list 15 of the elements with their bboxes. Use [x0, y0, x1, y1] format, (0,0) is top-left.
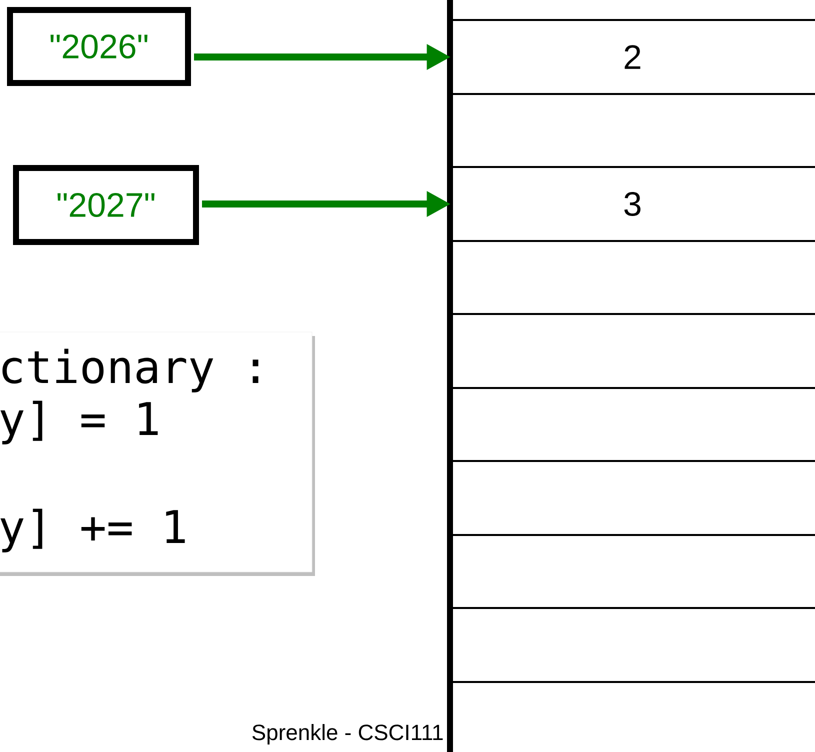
empty-cell — [447, 94, 815, 168]
key-box: "2026" — [7, 7, 191, 86]
footer-text: Sprenkle - CSCI111 — [252, 724, 443, 745]
table-cell: 3 — [447, 167, 815, 242]
code-box: ctionary : y] = 1 y] += 1 — [0, 332, 315, 576]
empty-cell — [447, 535, 815, 609]
empty-cell — [447, 682, 453, 752]
empty-cell — [447, 461, 815, 536]
empty-cell — [447, 0, 815, 21]
table-cell: 2 — [447, 20, 815, 95]
empty-cell — [447, 241, 815, 315]
empty-cell — [447, 314, 815, 389]
key-box: "2027" — [13, 165, 199, 245]
empty-cell — [447, 388, 815, 462]
empty-cell — [447, 608, 815, 683]
